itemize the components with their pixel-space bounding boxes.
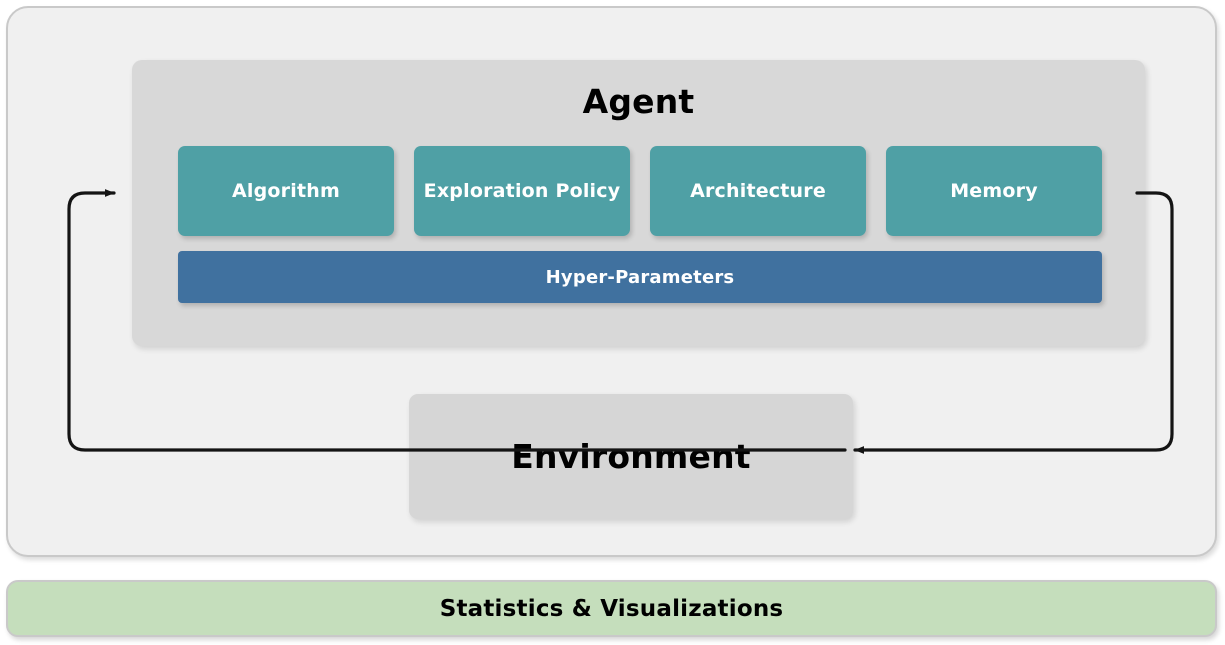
agent-component-row: Algorithm Exploration Policy Architectur… (178, 146, 1102, 236)
agent-title: Agent (582, 82, 695, 121)
statistics-banner[interactable]: Statistics & Visualizations (6, 580, 1217, 637)
agent-component-memory[interactable]: Memory (886, 146, 1102, 236)
agent-component-architecture[interactable]: Architecture (650, 146, 866, 236)
architecture-panel: Agent Algorithm Exploration Policy Archi… (6, 6, 1217, 557)
agent-component-algorithm[interactable]: Algorithm (178, 146, 394, 236)
environment-container[interactable]: Environment (409, 394, 853, 519)
hyper-parameters-bar[interactable]: Hyper-Parameters (178, 251, 1102, 303)
agent-component-exploration-policy[interactable]: Exploration Policy (414, 146, 630, 236)
environment-title: Environment (511, 437, 751, 476)
agent-container[interactable]: Agent Algorithm Exploration Policy Archi… (132, 60, 1145, 346)
statistics-label: Statistics & Visualizations (439, 595, 784, 622)
